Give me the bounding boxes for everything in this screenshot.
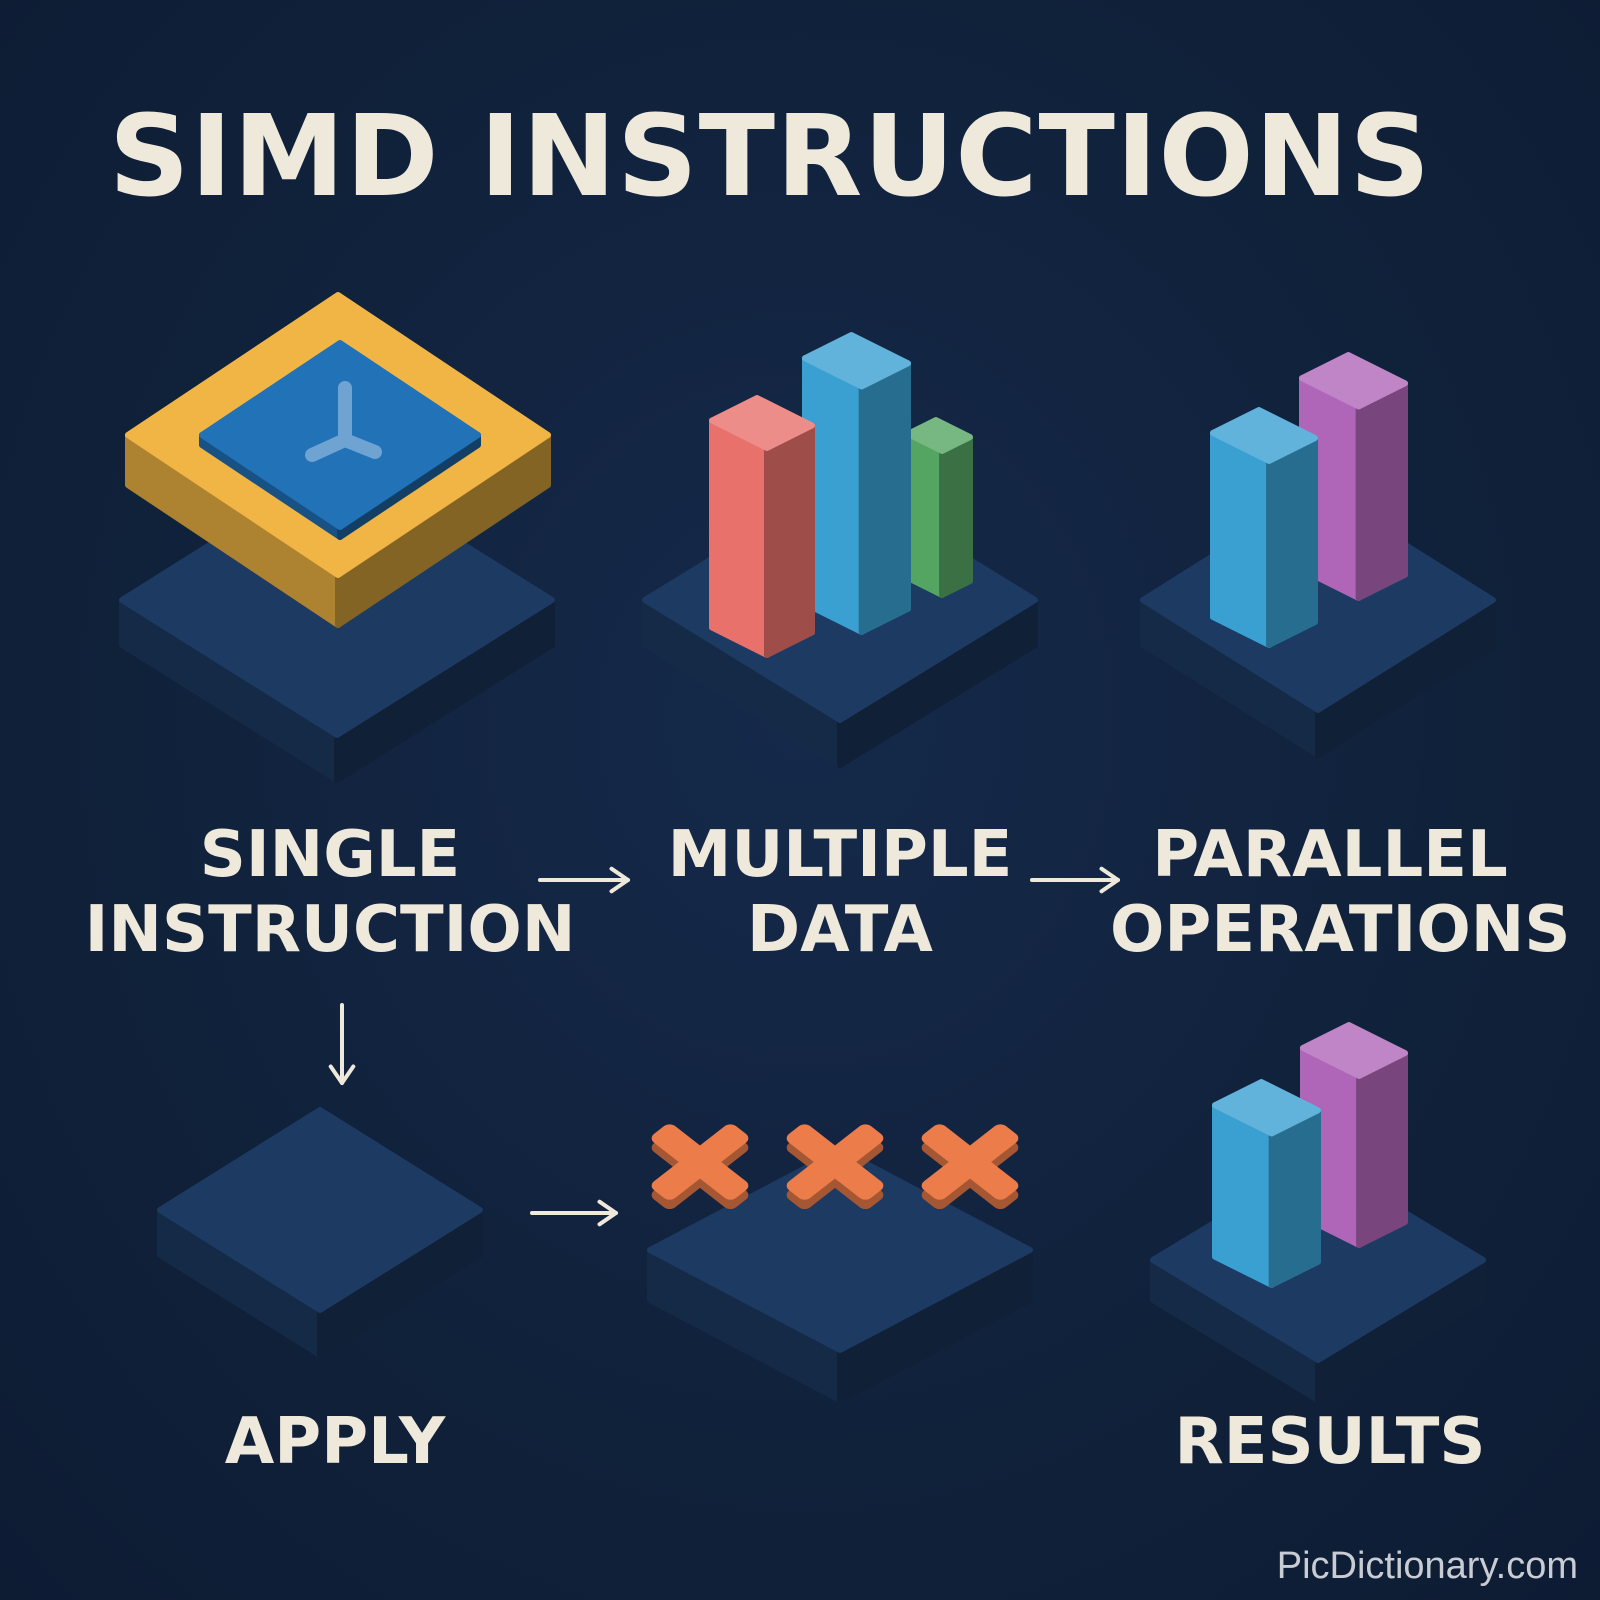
multiply-operations-illustration <box>647 1124 1033 1403</box>
apply-illustration <box>157 1107 483 1358</box>
label-line: DATA <box>747 892 933 967</box>
data-bar-blue-top-face <box>1210 407 1318 464</box>
data-bar-green-right-face <box>939 434 973 598</box>
arrow-head <box>1099 866 1120 894</box>
label-parallel-operations: PARALLEL OPERATIONS <box>1110 818 1571 968</box>
multiple-data-illustration <box>642 332 1038 768</box>
label-line: SINGLE <box>199 818 461 892</box>
parallel-operations-illustration <box>1140 352 1496 758</box>
arrow-head <box>597 1199 618 1227</box>
cross-arm <box>786 1124 884 1200</box>
label-results: RESULTS <box>1174 1405 1486 1479</box>
platform-top-face <box>157 1107 483 1313</box>
page-title: SIMD INSTRUCTIONS <box>108 92 1432 222</box>
data-bar-green-left-face <box>905 430 946 598</box>
arrow-icon <box>530 1199 618 1227</box>
label-apply: APPLY <box>224 1405 446 1479</box>
multiply-cross-icon <box>651 1124 749 1210</box>
single-instruction-illustration <box>119 292 555 783</box>
data-bar-red-left-face <box>709 417 770 658</box>
label-multiple-data: MULTIPLE DATA <box>640 818 1040 968</box>
data-bar-red-top-face <box>709 395 815 451</box>
multiply-cross-icon <box>921 1124 1019 1210</box>
instruction-chip-icon <box>305 381 382 462</box>
data-bar-blue-right-face <box>1266 435 1318 648</box>
result-bar-purple-top-face <box>1300 1022 1408 1079</box>
arrow-icon <box>538 866 630 894</box>
label-line: INSTRUCTION <box>84 892 576 967</box>
data-bar-purple-right-face <box>1355 380 1408 601</box>
data-bar-purple-top-face <box>1299 352 1408 410</box>
arrow-icon <box>1030 866 1120 894</box>
data-bar-red-right-face <box>764 422 815 658</box>
arrow-head <box>609 866 630 894</box>
multiply-cross-icon <box>786 1124 884 1210</box>
label-line: OPERATIONS <box>1110 892 1571 967</box>
results-illustration <box>1150 1022 1486 1403</box>
label-line: PARALLEL <box>1152 818 1508 892</box>
result-bar-blue-top-face <box>1212 1079 1321 1137</box>
arrow-icon <box>328 1003 356 1085</box>
data-bar-green-top-face <box>905 417 973 454</box>
cross-arm <box>921 1124 1019 1200</box>
label-single-instruction: SINGLE INSTRUCTION <box>80 818 580 968</box>
cross-arm <box>651 1124 749 1200</box>
result-bar-blue-right-face <box>1268 1107 1321 1288</box>
arrow-head <box>328 1064 356 1085</box>
data-bar-blue-left-face <box>1210 429 1273 648</box>
result-bar-purple-right-face <box>1356 1050 1408 1248</box>
watermark: PicDictionary.com <box>1276 1545 1578 1587</box>
data-bar-blue-right-face <box>858 360 911 635</box>
data-bar-blue-top-face <box>802 332 911 390</box>
label-line: MULTIPLE <box>667 818 1013 892</box>
